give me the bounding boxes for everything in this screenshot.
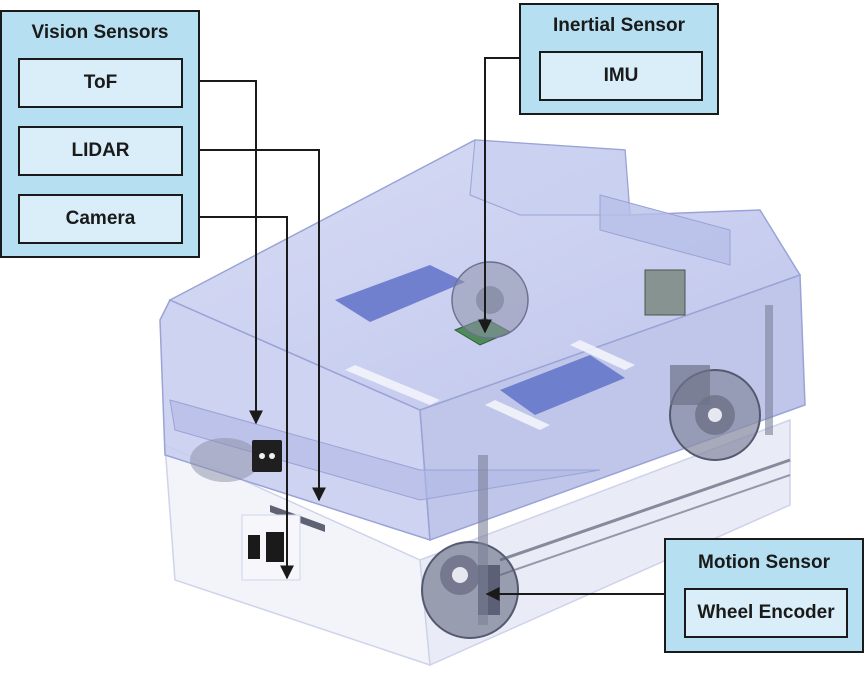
- camera-connector: [181, 216, 294, 580]
- inertial-sensor-panel: Inertial Sensor IMU: [519, 3, 719, 115]
- tof-connector: [181, 80, 263, 425]
- vision-sensors-title: Vision Sensors: [31, 22, 169, 43]
- vision-sensors-panel: Vision Sensors ToF LIDAR Camera: [0, 10, 200, 258]
- lidar-box: LIDAR: [18, 126, 183, 176]
- imu-box: IMU: [539, 51, 703, 101]
- top-panel-left: [335, 265, 465, 322]
- wheel-encoder-box: Wheel Encoder: [684, 588, 848, 638]
- lidar-connector: [181, 149, 326, 502]
- top-panel-right: [500, 355, 625, 415]
- inertial-sensor-title: Inertial Sensor: [553, 15, 685, 36]
- motion-sensor-title: Motion Sensor: [698, 552, 830, 573]
- tof-module: [252, 440, 282, 472]
- motion-sensor-panel: Motion Sensor Wheel Encoder: [664, 538, 864, 653]
- imu-connector: [478, 57, 521, 334]
- tof-box: ToF: [18, 58, 183, 108]
- camera-box: Camera: [18, 194, 183, 244]
